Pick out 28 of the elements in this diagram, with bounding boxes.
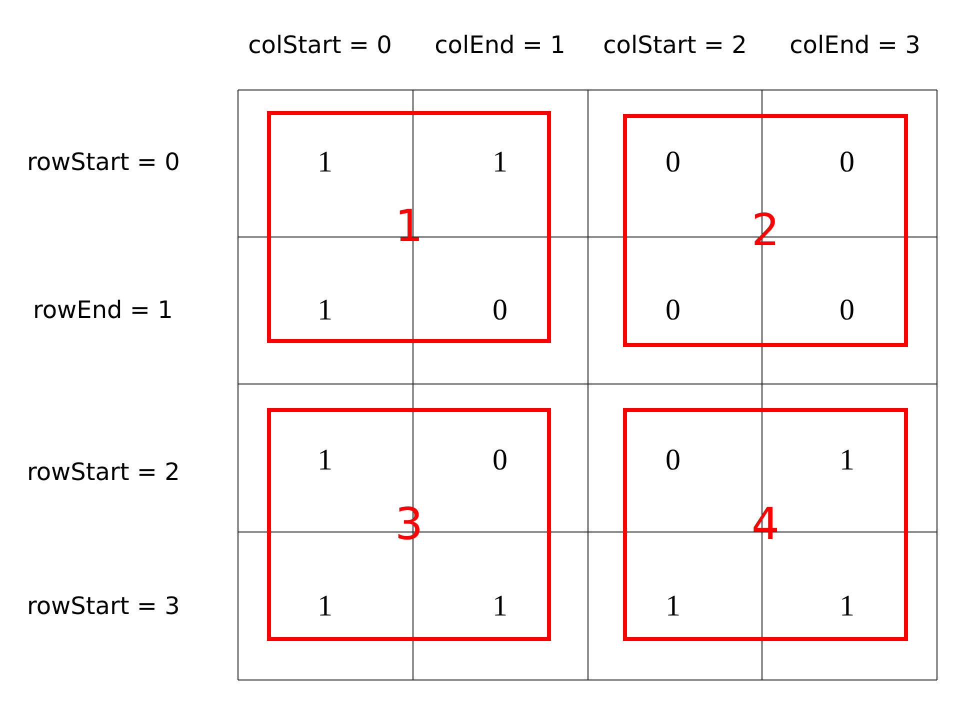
cell-value: 0 xyxy=(492,294,508,326)
column-header: colStart = 0 xyxy=(248,32,392,58)
column-header: colEnd = 3 xyxy=(790,32,920,58)
cell-value: 1 xyxy=(318,294,332,326)
cell-value: 0 xyxy=(666,444,680,476)
column-header: colEnd = 1 xyxy=(434,32,566,58)
region-box xyxy=(623,114,908,347)
cell-value: 0 xyxy=(840,294,854,326)
cell-value: 1 xyxy=(318,146,332,178)
cell-value: 0 xyxy=(666,294,680,326)
row-header: rowStart = 3 xyxy=(27,592,180,620)
row-header: rowStart = 0 xyxy=(27,148,180,176)
cell-value: 1 xyxy=(318,444,332,476)
region-box xyxy=(267,408,551,641)
cell-value: 1 xyxy=(318,590,332,622)
cell-value: 1 xyxy=(840,444,854,476)
row-header: rowStart = 2 xyxy=(27,458,180,486)
region-box xyxy=(623,408,908,641)
column-header: colStart = 2 xyxy=(603,32,747,58)
cell-value: 0 xyxy=(666,146,680,178)
cell-value: 1 xyxy=(666,590,680,622)
cell-value: 1 xyxy=(492,590,508,622)
cell-value: 1 xyxy=(492,146,508,178)
cell-value: 0 xyxy=(492,444,508,476)
cell-value: 0 xyxy=(840,146,854,178)
cell-value: 1 xyxy=(840,590,854,622)
row-header: rowEnd = 1 xyxy=(33,296,173,324)
region-box xyxy=(267,111,551,343)
